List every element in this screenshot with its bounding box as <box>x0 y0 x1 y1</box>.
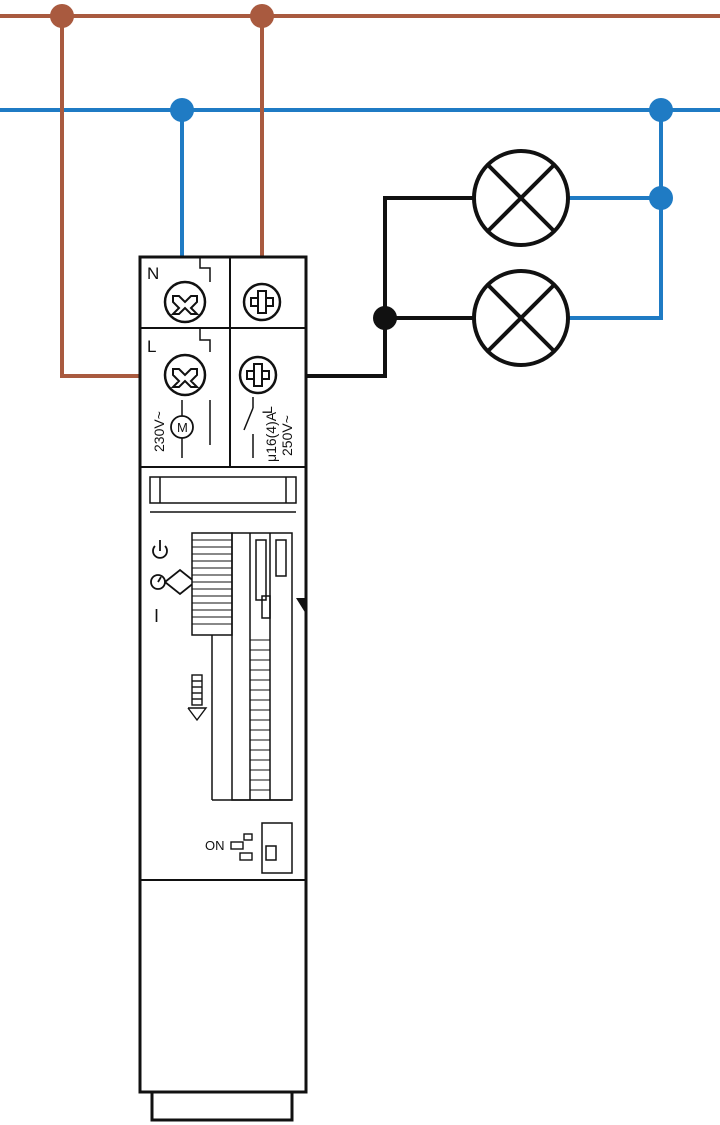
wires <box>60 16 663 378</box>
mode-selector-knob <box>191 532 233 636</box>
live-junction-dot <box>50 4 74 28</box>
contact-rating-label: μ16(4)A <box>263 411 279 462</box>
power-off-icon <box>152 540 168 559</box>
lamp-icon <box>472 149 570 247</box>
motor-symbol: M <box>170 400 194 458</box>
contact-symbol <box>243 397 254 458</box>
live-junction-dot <box>250 4 274 28</box>
switched-wire-from-output <box>275 196 474 378</box>
timer-dial <box>211 532 293 801</box>
motor-symbol-letter: M <box>177 420 188 435</box>
lamp-icon <box>472 269 570 367</box>
terminal-label-n: N <box>147 264 159 283</box>
cover-hinge <box>149 476 297 513</box>
neutral-junction-dot <box>649 186 673 210</box>
on-switch-slider <box>261 822 293 874</box>
dial-pointer-icon <box>296 598 306 614</box>
neutral-wire-to-lamps <box>568 110 663 320</box>
contact-voltage-label: 250V~ <box>279 415 295 456</box>
timer-switch-device <box>138 255 308 1122</box>
neutral-junction-dot <box>649 98 673 122</box>
junctions <box>50 4 673 330</box>
terminal-screw-top-right <box>242 282 282 322</box>
device-body <box>138 255 308 1094</box>
switched-junction-dot <box>373 306 397 330</box>
on-icon: I <box>154 606 159 626</box>
output-label: L <box>259 406 275 414</box>
terminal-label-l: L <box>147 337 156 356</box>
terminal-screw-l <box>163 353 207 397</box>
neutral-junction-dot <box>170 98 194 122</box>
live-wire-to-l-terminal <box>60 16 165 378</box>
on-switch-label: ON <box>205 838 225 853</box>
terminal-screw-output <box>238 355 278 395</box>
terminal-screw-n <box>163 280 207 324</box>
supply-lines <box>0 14 720 112</box>
device-foot <box>150 1090 294 1122</box>
on-switch-icon <box>230 833 253 861</box>
motor-voltage-label: 230V~ <box>151 411 167 452</box>
rotation-direction-icon <box>187 674 208 722</box>
